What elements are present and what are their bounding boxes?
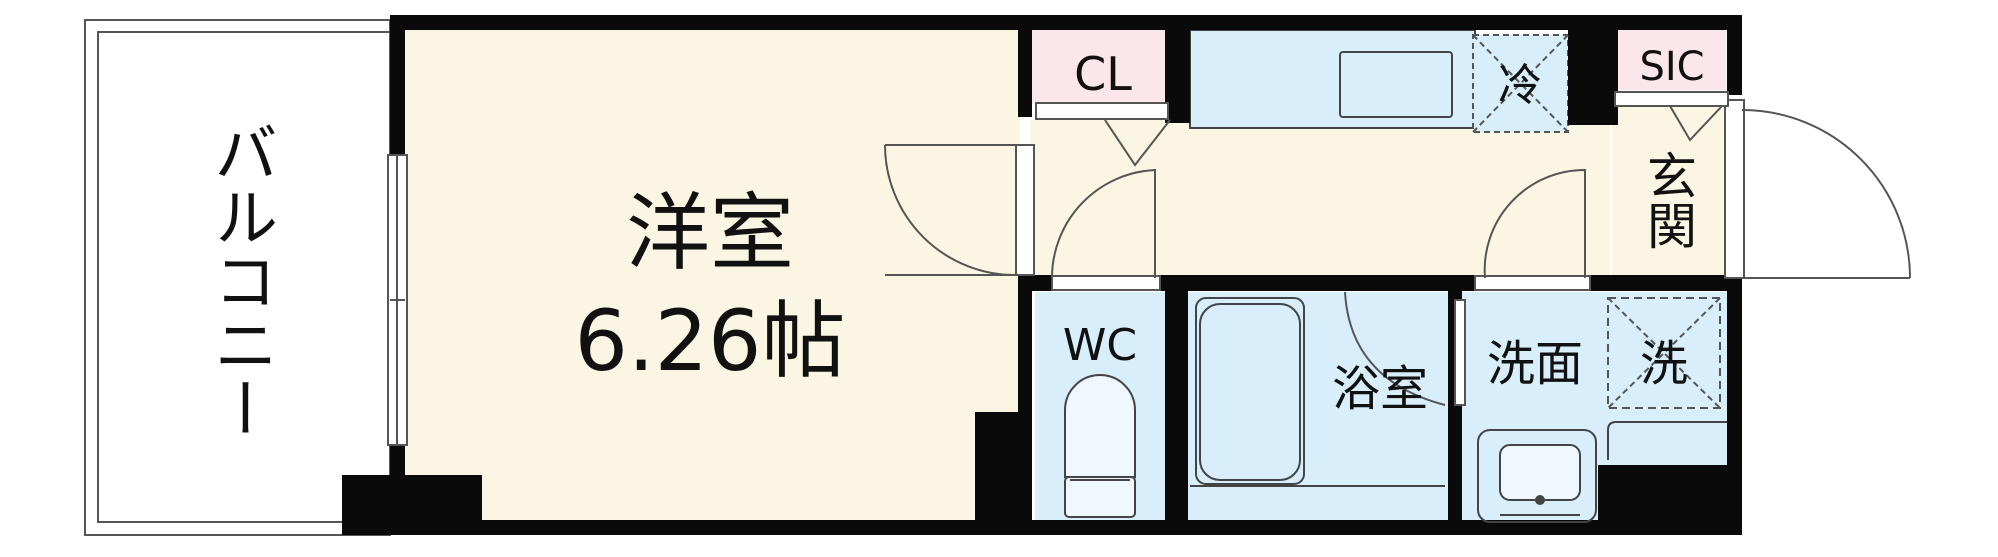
hallway-floor bbox=[1030, 120, 1610, 278]
shoe-closet-floor bbox=[1618, 30, 1726, 90]
toilet-tank bbox=[1064, 476, 1136, 518]
closet-floor bbox=[1032, 30, 1170, 102]
shoe-closet-label: SIC bbox=[1639, 44, 1704, 90]
balcony-label: バルコニー bbox=[203, 120, 277, 440]
door-swings bbox=[884, 105, 1911, 406]
closet-label: CL bbox=[1074, 47, 1132, 101]
balcony bbox=[84, 19, 391, 536]
western-room-floor bbox=[405, 30, 1020, 528]
bathtub bbox=[1195, 297, 1305, 485]
kitchen-counter bbox=[1189, 29, 1476, 129]
washer-label: 洗 bbox=[1640, 336, 1688, 392]
refrigerator-label: 冷 bbox=[1498, 60, 1542, 111]
appliance-markers bbox=[1472, 34, 1721, 409]
entrance-floor bbox=[1612, 100, 1732, 278]
washer-space bbox=[1607, 297, 1721, 409]
entrance-label: 玄関 bbox=[1639, 150, 1697, 250]
toilet-label: WC bbox=[1063, 320, 1137, 371]
washroom-label: 洗面 bbox=[1487, 336, 1583, 392]
sink-basin bbox=[1339, 51, 1453, 118]
room-labels: バルコニー 洋室 6.26帖 CL 冷 SIC 玄関 WC 浴室 洗面 洗 bbox=[203, 44, 1705, 440]
bathroom-label: 浴室 bbox=[1332, 361, 1428, 417]
washbasin bbox=[1477, 429, 1597, 523]
western-room-size: 6.26帖 bbox=[574, 292, 845, 390]
western-room-label: 洋室 bbox=[626, 184, 794, 282]
toilet-bowl bbox=[1064, 374, 1136, 478]
openings bbox=[387, 91, 1745, 446]
bathtub-inner bbox=[1199, 303, 1301, 481]
washbasin-bowl bbox=[1499, 444, 1581, 501]
fixtures bbox=[1064, 51, 1727, 523]
